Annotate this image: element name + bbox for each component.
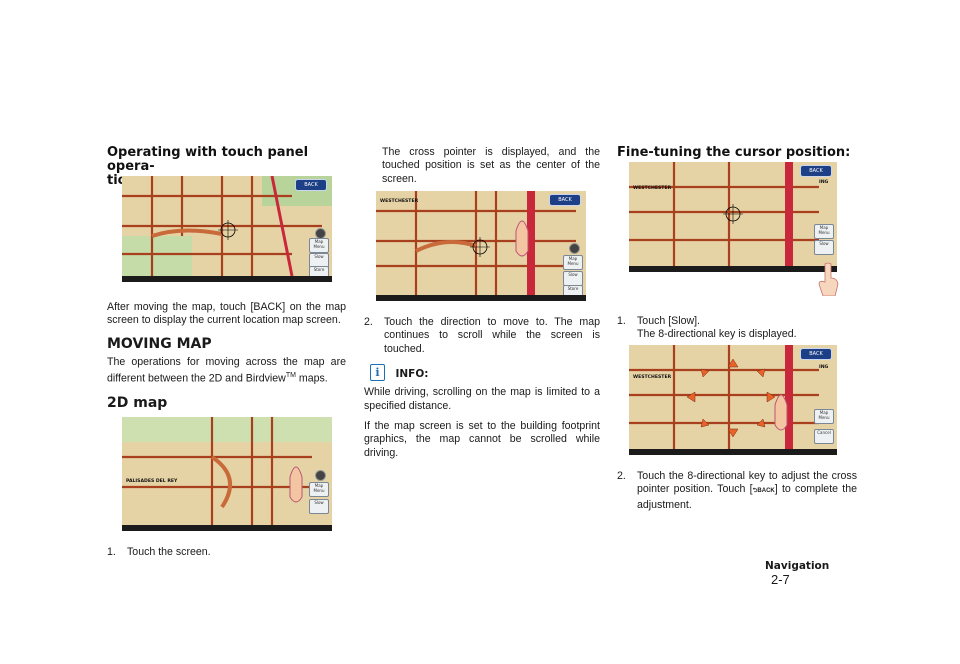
trademark: TM <box>285 372 296 380</box>
map-screenshot-cross-pointer: WESTCHESTER BACK Map Menu Slow Store <box>376 191 586 301</box>
back-key-icon: ⮌BACK <box>752 488 775 495</box>
footer-section: Navigation <box>765 560 830 572</box>
map-screenshot-back: BACK Map Menu Slow Store W CENTURY BLVD <box>122 176 332 282</box>
store-button[interactable]: Store <box>309 266 329 276</box>
road-bar: W CENTURY BLVD <box>162 276 207 282</box>
moving-map-text-a: The operations for moving across the map… <box>107 355 346 385</box>
place-palisades: PALISADES DEL REY <box>126 479 178 484</box>
moving-map-text-b: maps. <box>295 372 328 385</box>
fine-tuning-heading: Fine-tuning the cursor position: <box>617 145 851 160</box>
map-screenshot-2d: PALISADES DEL REY Map Menu Slow <box>122 417 332 531</box>
moving-map-heading: MOVING MAP <box>107 335 212 352</box>
after-back-text: After moving the map, touch [BACK] on th… <box>107 301 346 327</box>
info-text-1: While driving, scrolling on the map is l… <box>364 386 600 412</box>
info-text-2: If the map screen is set to the building… <box>364 420 600 459</box>
slow-button[interactable]: Slow <box>563 271 583 286</box>
map-menu-button[interactable]: Map Menu <box>814 409 834 424</box>
place-ing: ING <box>819 180 829 185</box>
map-screenshot-8-direction: WESTCHESTER ING BACK Map Menu Cancel <box>629 345 837 455</box>
step-2-adjust: 2.Touch the 8-directional key to adjust … <box>617 470 857 511</box>
back-button[interactable]: BACK <box>549 194 581 206</box>
finger-pointer-icon <box>818 262 839 296</box>
place-ing: ING <box>819 365 829 370</box>
place-westchester: WESTCHESTER <box>633 186 672 191</box>
step-2-direction: 2.Touch the direction to move to. The ma… <box>364 316 600 355</box>
back-button[interactable]: BACK <box>800 165 832 177</box>
slow-button[interactable]: Slow <box>814 240 834 255</box>
footer-page: 2-7 <box>771 572 790 587</box>
map-graphic <box>629 345 837 449</box>
map-graphic <box>122 417 332 525</box>
back-button[interactable]: BACK <box>800 348 832 360</box>
step-1-2d: 1.Touch the screen. <box>107 546 211 558</box>
cancel-button[interactable]: Cancel <box>814 429 834 444</box>
step-1-sub: The 8-directional key is displayed. <box>637 328 797 341</box>
map-menu-button[interactable]: Map Menu <box>563 255 583 270</box>
map-menu-button[interactable]: Map Menu <box>814 224 834 239</box>
info-heading: i INFO: <box>370 364 600 382</box>
step-1-slow: 1.Touch [Slow]. <box>617 315 701 327</box>
map-screenshot-fine-tuning: WESTCHESTER ING BACK Map Menu Slow <box>629 162 837 272</box>
zoom-knob-icon[interactable] <box>569 243 580 254</box>
place-westchester: WESTCHESTER <box>380 199 419 204</box>
zoom-knob-icon[interactable] <box>315 470 326 481</box>
page-footer: Navigation 2-7 <box>765 560 848 587</box>
map-menu-button[interactable]: Map Menu <box>309 238 329 253</box>
map-graphic <box>629 162 837 266</box>
map2d-heading: 2D map <box>107 395 168 412</box>
info-icon: i <box>370 364 385 382</box>
map-menu-button[interactable]: Map Menu <box>309 482 329 497</box>
cross-pointer-text: The cross pointer is displayed, and the … <box>382 146 600 185</box>
map-graphic <box>376 191 586 295</box>
place-westchester: WESTCHESTER <box>633 375 672 380</box>
store-button[interactable]: Store <box>563 285 583 295</box>
back-button[interactable]: BACK <box>295 179 327 191</box>
moving-map-text: The operations for moving across the map… <box>107 356 346 386</box>
slow-button[interactable]: Slow <box>309 499 329 514</box>
map-graphic <box>122 176 332 276</box>
